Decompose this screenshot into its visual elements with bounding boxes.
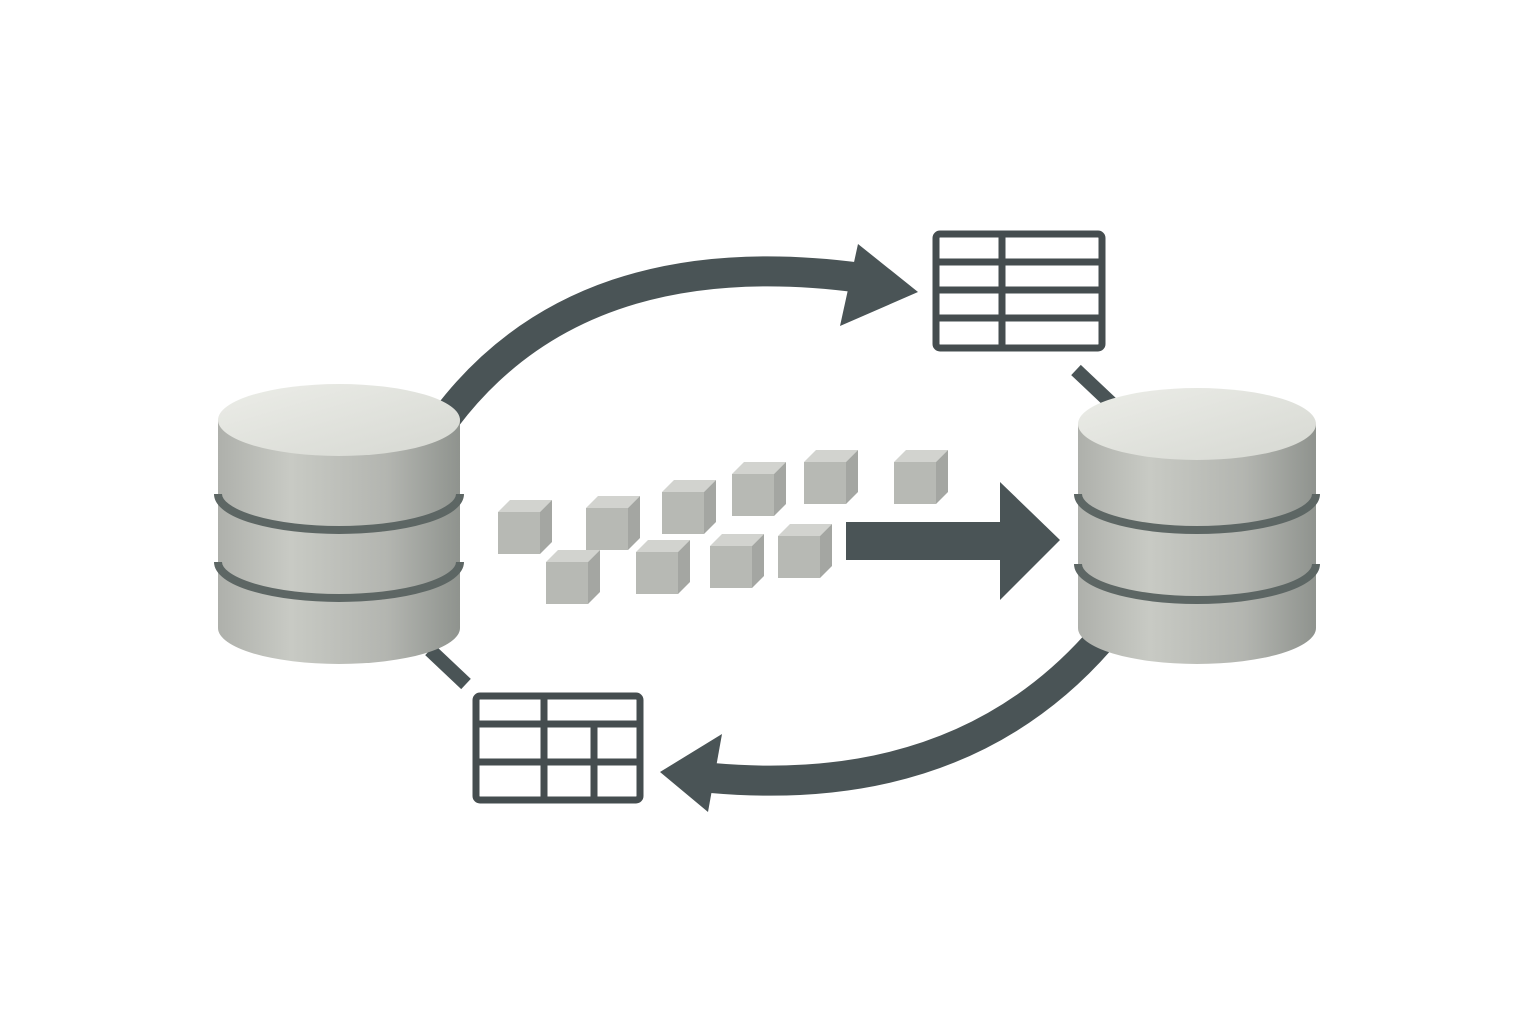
source-database-icon [214, 384, 464, 664]
data-block-cube [662, 480, 716, 534]
table-bottom-left-icon [472, 692, 644, 804]
connector-source-to-table [425, 644, 471, 690]
table-top-right-icon [932, 230, 1106, 352]
data-block-cube [894, 450, 948, 504]
data-block-cube [586, 496, 640, 550]
curved-arrow-bottom [660, 630, 1112, 812]
data-block-cube [498, 500, 552, 554]
straight-arrow [846, 482, 1060, 600]
target-database-icon [1074, 388, 1320, 664]
data-block-cube [710, 534, 764, 588]
data-block-cube [636, 540, 690, 594]
data-block-cube [546, 550, 600, 604]
connector-table-to-target [1071, 364, 1117, 410]
data-block-cube [804, 450, 858, 504]
data-block-cube [778, 524, 832, 578]
data-blocks [498, 450, 948, 604]
curved-arrow-top [434, 244, 918, 428]
data-block-cube [732, 462, 786, 516]
